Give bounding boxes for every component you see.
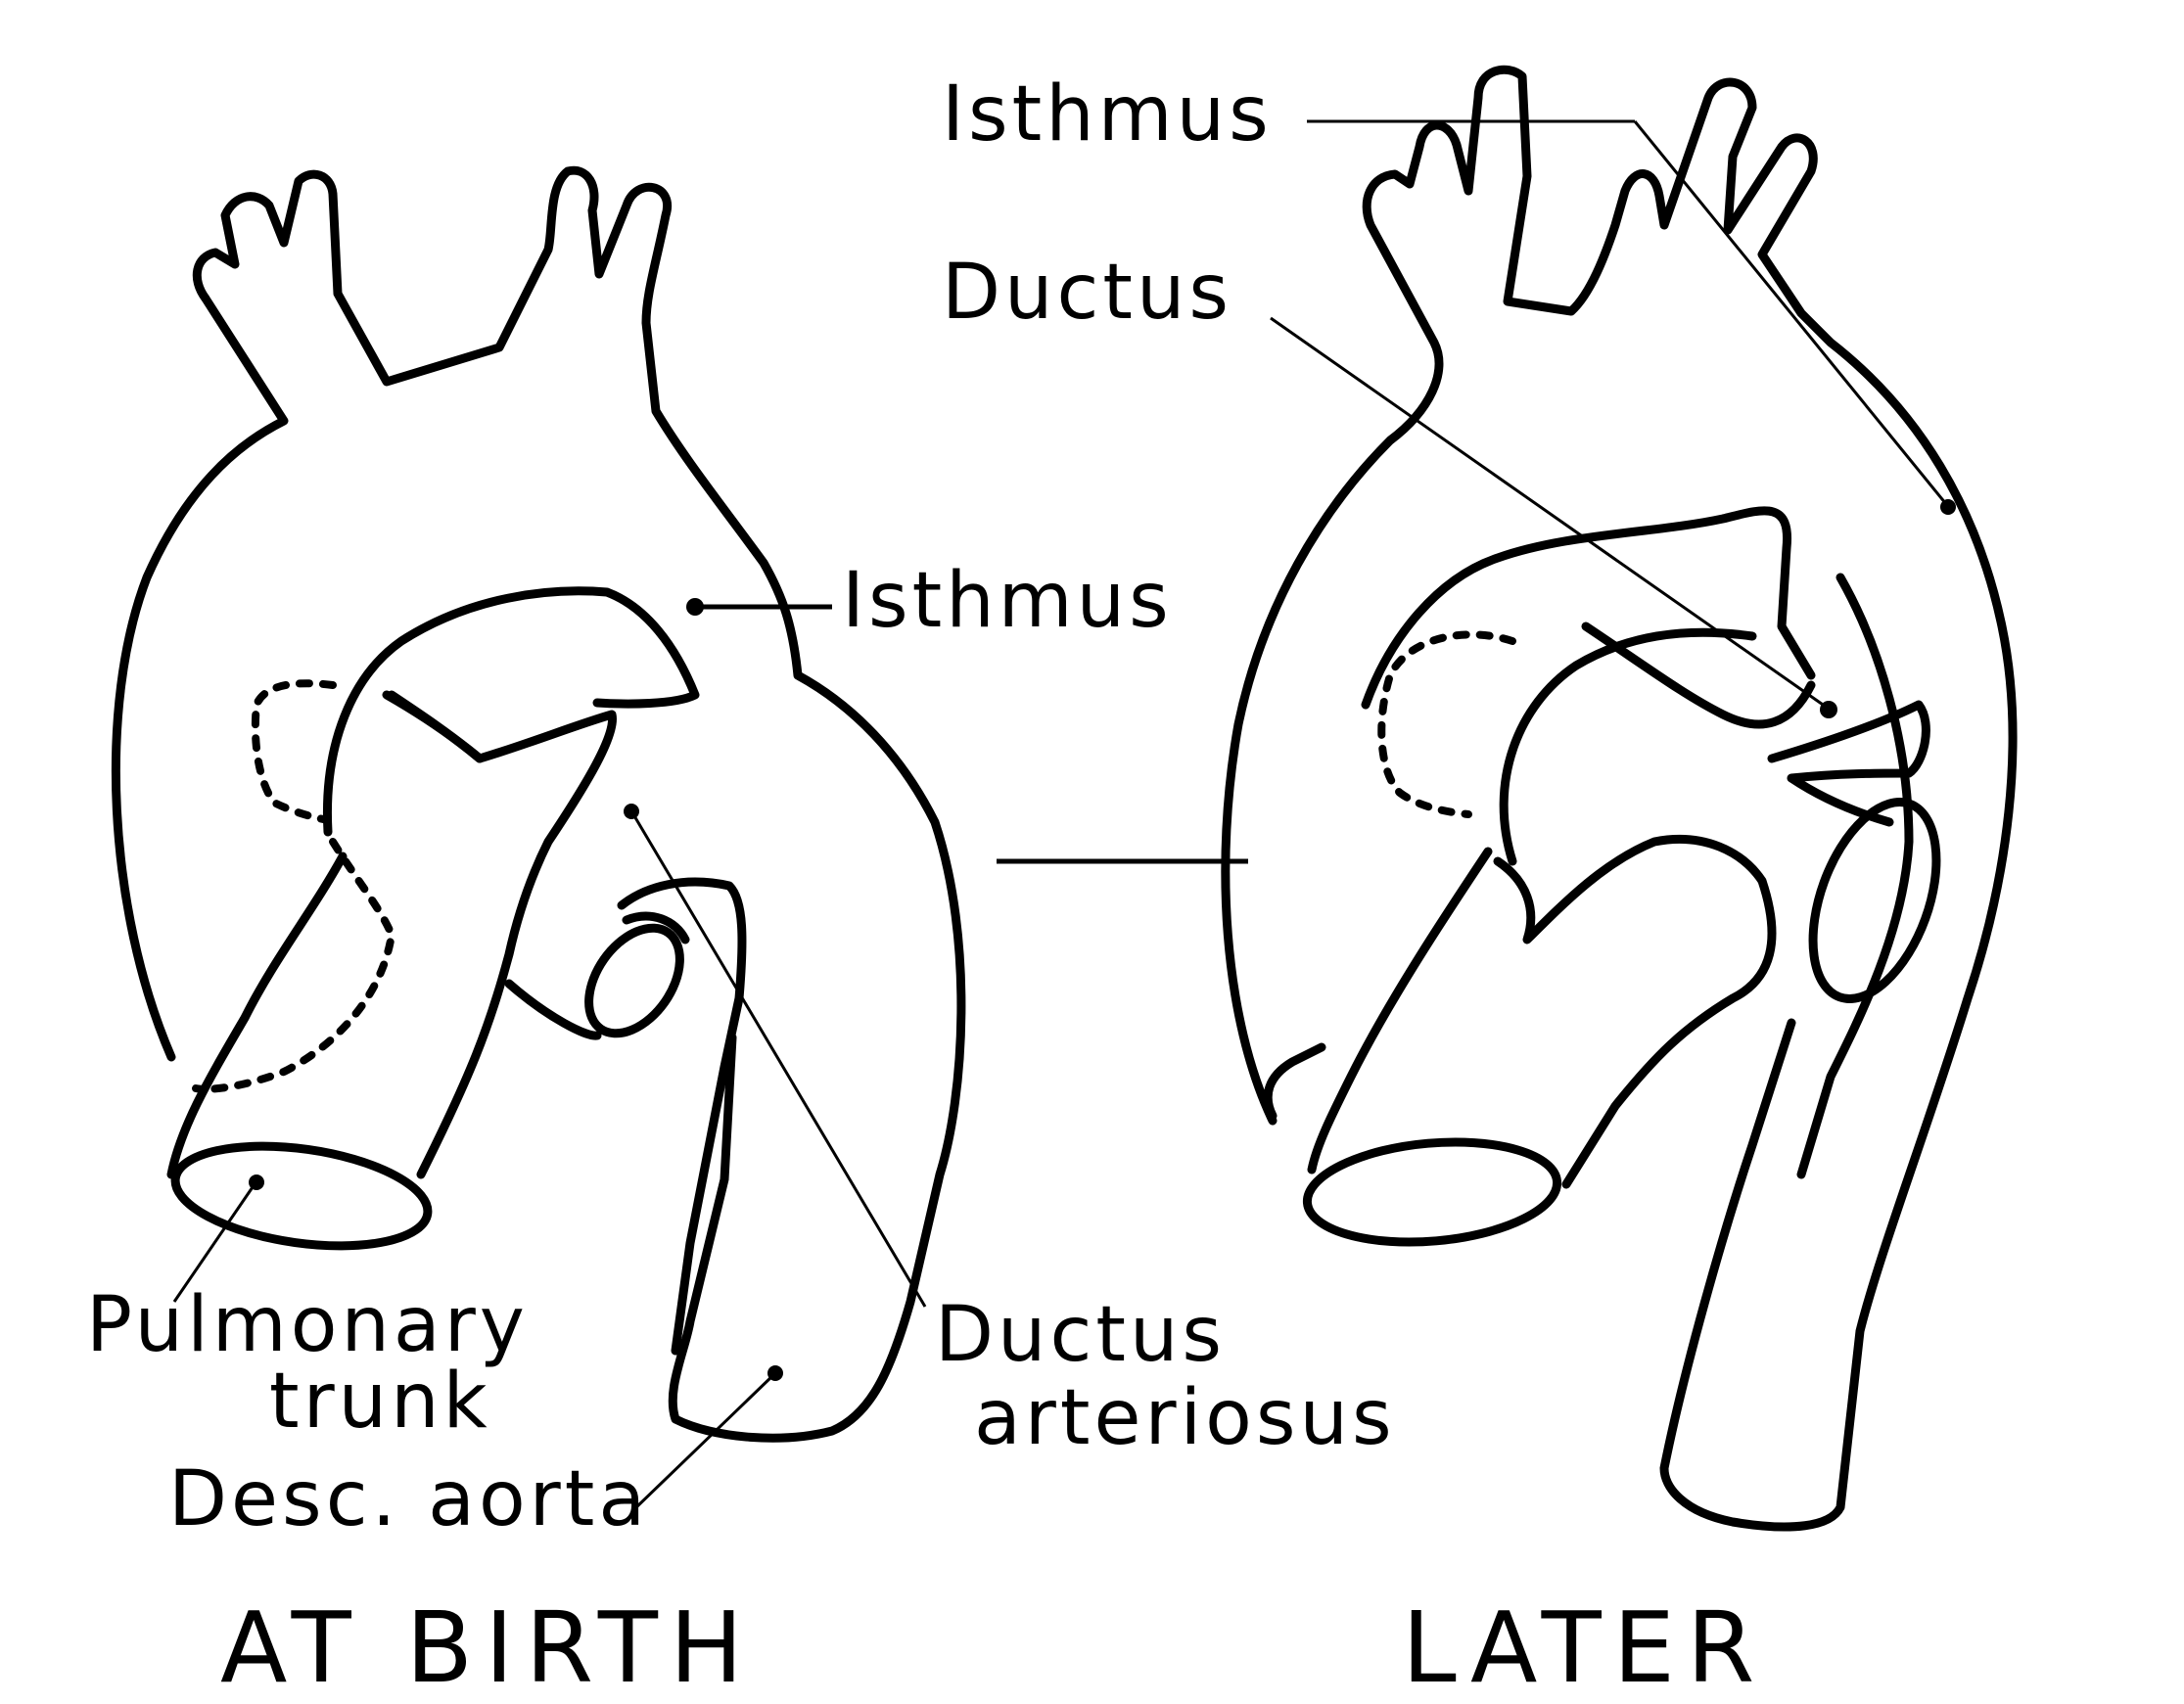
later-arch-band-inner [1499, 627, 1757, 866]
leader-isthmus-right-diag [1633, 120, 1948, 505]
leader-ductus-right [1270, 316, 1827, 709]
later-hidden-contour [1377, 630, 1516, 818]
label-ductus-right: Ductus [942, 249, 1232, 337]
pulmonary-trunk-opening [170, 1141, 433, 1251]
later-pulmonary-trunk-opening [1302, 1137, 1562, 1247]
hidden-contour-lower [192, 838, 396, 1093]
dot-pulmonary-trunk [249, 1174, 264, 1190]
dot-ductus-right [1820, 701, 1837, 718]
aortic-arch-outer [111, 165, 966, 1443]
ductus-arteriosus-tube [617, 877, 747, 1356]
leader-pulmonary-trunk [172, 1183, 256, 1303]
later-side-branch [1263, 1042, 1326, 1121]
dot-ductus-arteriosus [624, 804, 639, 819]
later-pulmonary-trunk [1307, 834, 1777, 1189]
pulmonary-branch-opening [584, 923, 684, 1038]
hidden-contour-upper [251, 679, 337, 824]
pulmonary-branch [504, 911, 690, 1040]
later-arch-band [1361, 506, 1816, 710]
pulmonary-trunk-body [166, 852, 348, 1179]
dot-isthmus-right [1940, 499, 1956, 515]
label-ductus-line1: Ductus [935, 1291, 1226, 1379]
later-arch-lower-edge [1581, 622, 1816, 729]
later-ligamentum [1767, 700, 1930, 827]
dot-isthmus-left [686, 598, 704, 616]
later-drawing [1221, 65, 2018, 1532]
label-desc-aorta: Desc. aorta [168, 1455, 649, 1543]
label-isthmus-left: Isthmus [842, 557, 1173, 645]
label-ductus-line2: arteriosus [974, 1374, 1396, 1462]
dot-desc-aorta [767, 1365, 783, 1381]
later-arch-outer [1221, 65, 2018, 1532]
caption-later: LATER [1402, 1590, 1766, 1704]
label-isthmus-right: Isthmus [942, 70, 1273, 159]
label-pulmonary-line1: Pulmonary [86, 1281, 529, 1369]
later-pulmonary-branch-opening [1808, 798, 1941, 1003]
later-aorta-inner [1796, 573, 1914, 1179]
leader-desc-aorta [634, 1373, 775, 1509]
label-pulmonary-line2: trunk [269, 1358, 491, 1446]
aortic-arch-inner [322, 586, 700, 837]
leader-ductus-arteriosus [631, 813, 927, 1308]
at-birth-drawing [111, 165, 966, 1443]
caption-at-birth: AT BIRTH [220, 1590, 755, 1704]
arch-wall-segment [382, 690, 485, 763]
pulmonary-trunk-front [387, 690, 618, 1179]
